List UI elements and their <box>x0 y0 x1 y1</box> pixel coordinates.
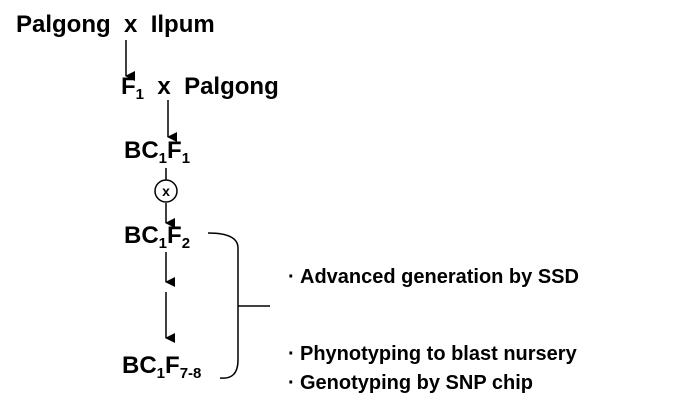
cross-row: Palgong x Ilpum <box>16 11 215 39</box>
note-bullet: · <box>288 266 295 288</box>
recurrent-parent-label: Palgong <box>184 73 279 100</box>
note-text: Advanced generation by SSD <box>300 266 579 288</box>
backcross-row: F1 x Palgong <box>121 73 279 103</box>
parent2-label: Ilpum <box>150 11 215 38</box>
generation-bc1f7-8: BC1F7-8 <box>122 352 202 382</box>
cross-symbol: x <box>124 11 138 38</box>
note-phenotyping: ·Phynotyping to blast nursery <box>288 342 577 366</box>
generation-bc1f2: BC1F2 <box>124 222 191 252</box>
selfing-symbol: x <box>162 183 170 199</box>
note-text: Genotyping by SNP chip <box>300 372 533 394</box>
selfing-circle <box>154 179 178 203</box>
backcross-symbol: x <box>157 73 171 100</box>
note-advanced-generation: ·Advanced generation by SSD <box>288 265 579 289</box>
bracket <box>207 232 239 379</box>
note-text: Phynotyping to blast nursery <box>300 343 577 365</box>
parent1-label: Palgong <box>16 11 111 38</box>
note-bullet: · <box>288 343 295 365</box>
note-genotyping: ·Genotyping by SNP chip <box>288 371 533 395</box>
generation-bc1f1: BC1F1 <box>124 137 191 167</box>
f1-label: F1 <box>121 73 145 103</box>
note-bullet: · <box>288 372 295 394</box>
